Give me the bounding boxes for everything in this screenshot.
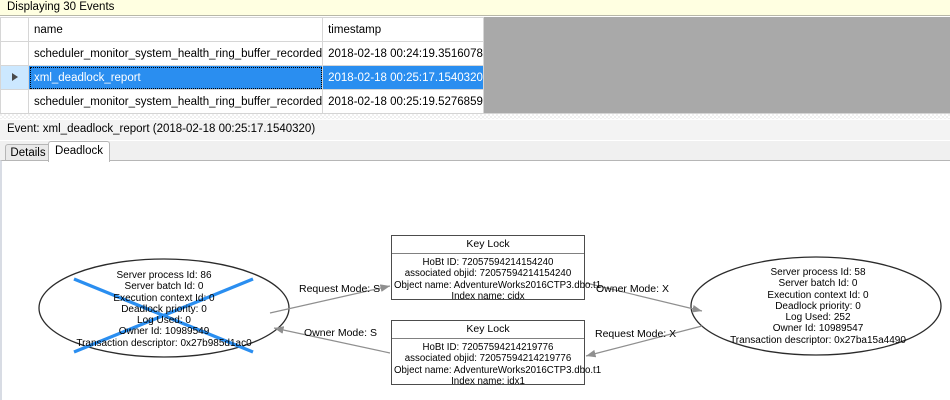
- process-left-line-6: Owner Id: 10989549: [118, 326, 210, 338]
- column-header-timestamp[interactable]: timestamp: [322, 17, 484, 42]
- process-right-line-7: Transaction descriptor: 0x27ba15a4490: [730, 334, 906, 346]
- table-header-row: name timestamp: [0, 17, 484, 42]
- cell-name[interactable]: xml_deadlock_report: [27, 65, 324, 90]
- cell-timestamp[interactable]: 2018-02-18 00:24:19.3516078: [322, 41, 484, 66]
- resource-bottom-line-2: associated objid: 72057594214219776: [404, 353, 572, 365]
- detail-tabstrip: Details Deadlock: [0, 141, 950, 162]
- resource-top-title: Key Lock: [392, 236, 584, 254]
- victim-cross-icon: [73, 277, 254, 354]
- process-left-line-3: Execution context Id: 0: [113, 292, 215, 304]
- resource-bottom-title: Key Lock: [392, 321, 584, 339]
- event-title-label: Event: xml_deadlock_report (2018-02-18 0…: [7, 123, 316, 135]
- process-left-line-7: Transaction descriptor: 0x27b985d1ac0: [76, 337, 252, 349]
- edge-left-requests-top[interactable]: [269, 284, 391, 314]
- edge-bottom-owned-by-left[interactable]: [273, 326, 391, 354]
- column-header-selector[interactable]: [0, 17, 29, 42]
- process-right-line-6: Owner Id: 10989547: [772, 323, 864, 335]
- process-right-line-1: Server process Id: 58: [770, 267, 866, 278]
- resource-top-line-2: associated objid: 72057594214154240: [404, 268, 572, 280]
- process-right-line-2: Server batch Id: 0: [778, 278, 858, 290]
- column-header-name[interactable]: name: [27, 17, 324, 42]
- table-row[interactable]: scheduler_monitor_system_health_ring_buf…: [0, 89, 484, 114]
- resource-top-line-4: Index name: cidx: [451, 290, 525, 302]
- event-detail-header: Event: xml_deadlock_report (2018-02-18 0…: [0, 120, 950, 140]
- process-right-line-5: Log Used: 252: [785, 312, 851, 324]
- edge-label-right-owns-top: Owner Mode: X: [596, 283, 669, 295]
- resource-bottom-line-1: HoBt ID: 72057594214219776: [422, 342, 554, 353]
- table-row[interactable]: scheduler_monitor_system_health_ring_buf…: [0, 41, 484, 66]
- cell-name[interactable]: scheduler_monitor_system_health_ring_buf…: [27, 89, 324, 114]
- process-left-line-2: Server batch Id: 0: [124, 281, 204, 293]
- resource-top-line-1: HoBt ID: 72057594214154240: [422, 257, 554, 268]
- process-left-line-5: Log Used: 0: [137, 315, 191, 327]
- tab-deadlock[interactable]: Deadlock: [48, 141, 110, 162]
- tab-details[interactable]: Details: [5, 144, 51, 161]
- row-selector-cell[interactable]: [0, 89, 29, 114]
- edge-right-requests-bottom[interactable]: [585, 325, 703, 358]
- events-status-bar: Displaying 30 Events: [0, 0, 950, 16]
- process-right-line-3: Execution context Id: 0: [767, 289, 869, 301]
- events-table[interactable]: name timestamp scheduler_monitor_system_…: [0, 17, 484, 114]
- edge-right-owns-top[interactable]: [585, 282, 703, 313]
- resource-node-bottom[interactable]: Key Lock HoBt ID: 72057594214219776 asso…: [391, 320, 601, 387]
- process-right-line-4: Deadlock priority: 0: [775, 300, 861, 312]
- edge-label-left-requests-top: Request Mode: S: [299, 283, 381, 295]
- grid-horizontal-scrollbar[interactable]: [0, 113, 950, 119]
- resource-bottom-body: HoBt ID: 72057594214219776 associated ob…: [392, 339, 602, 390]
- table-row[interactable]: xml_deadlock_report 2018-02-18 00:25:17.…: [0, 65, 484, 90]
- deadlock-graph-canvas[interactable]: Server process Id: 86 Server batch Id: 0…: [0, 160, 950, 400]
- process-node-right-ellipse[interactable]: [690, 256, 942, 356]
- edge-label-right-requests-bottom: Request Mode: X: [595, 328, 677, 340]
- resource-top-body: HoBt ID: 72057594214154240 associated ob…: [392, 254, 602, 305]
- resource-top-line-3: Object name: AdventureWorks2016CTP3.dbo.…: [394, 279, 602, 291]
- events-grid[interactable]: name timestamp scheduler_monitor_system_…: [0, 17, 950, 119]
- cell-name[interactable]: scheduler_monitor_system_health_ring_buf…: [27, 41, 324, 66]
- process-left-line-1: Server process Id: 86: [116, 270, 212, 281]
- process-node-left-details[interactable]: Server process Id: 86 Server batch Id: 0…: [48, 270, 280, 349]
- row-selector-cell[interactable]: [0, 41, 29, 66]
- resource-bottom-line-4: Index name: idx1: [451, 375, 525, 387]
- process-node-right-details[interactable]: Server process Id: 58 Server batch Id: 0…: [702, 267, 934, 346]
- process-node-left-ellipse[interactable]: [38, 258, 290, 358]
- resource-bottom-line-3: Object name: AdventureWorks2016CTP3.dbo.…: [394, 364, 602, 376]
- row-selector-cell[interactable]: [0, 65, 29, 90]
- cell-timestamp[interactable]: 2018-02-18 00:25:17.1540320: [322, 65, 484, 90]
- row-indicator-arrow-icon: [11, 73, 18, 82]
- process-left-line-4: Deadlock priority: 0: [121, 303, 207, 315]
- events-count-label: Displaying 30 Events: [7, 1, 115, 13]
- resource-node-top[interactable]: Key Lock HoBt ID: 72057594214154240 asso…: [391, 235, 601, 302]
- deadlock-graph-svg: [38, 256, 942, 358]
- cell-timestamp[interactable]: 2018-02-18 00:25:19.5276859: [322, 89, 484, 114]
- edge-label-bottom-owned-by-left: Owner Mode: S: [304, 327, 377, 339]
